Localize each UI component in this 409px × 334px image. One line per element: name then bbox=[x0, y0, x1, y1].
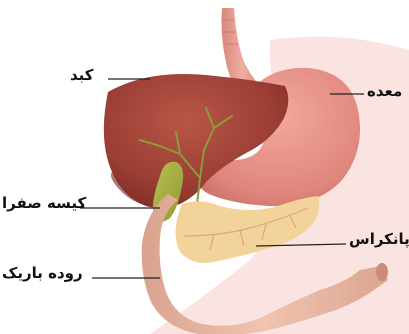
liver-label: کبد bbox=[70, 68, 94, 83]
stomach-label: معده bbox=[367, 84, 402, 99]
small-intestine-label: روده باریک bbox=[2, 266, 83, 281]
intestine-opening bbox=[376, 263, 388, 281]
gallbladder-label: کیسه صفرا bbox=[2, 196, 86, 211]
pancreas-label: پانکراس bbox=[349, 232, 409, 247]
